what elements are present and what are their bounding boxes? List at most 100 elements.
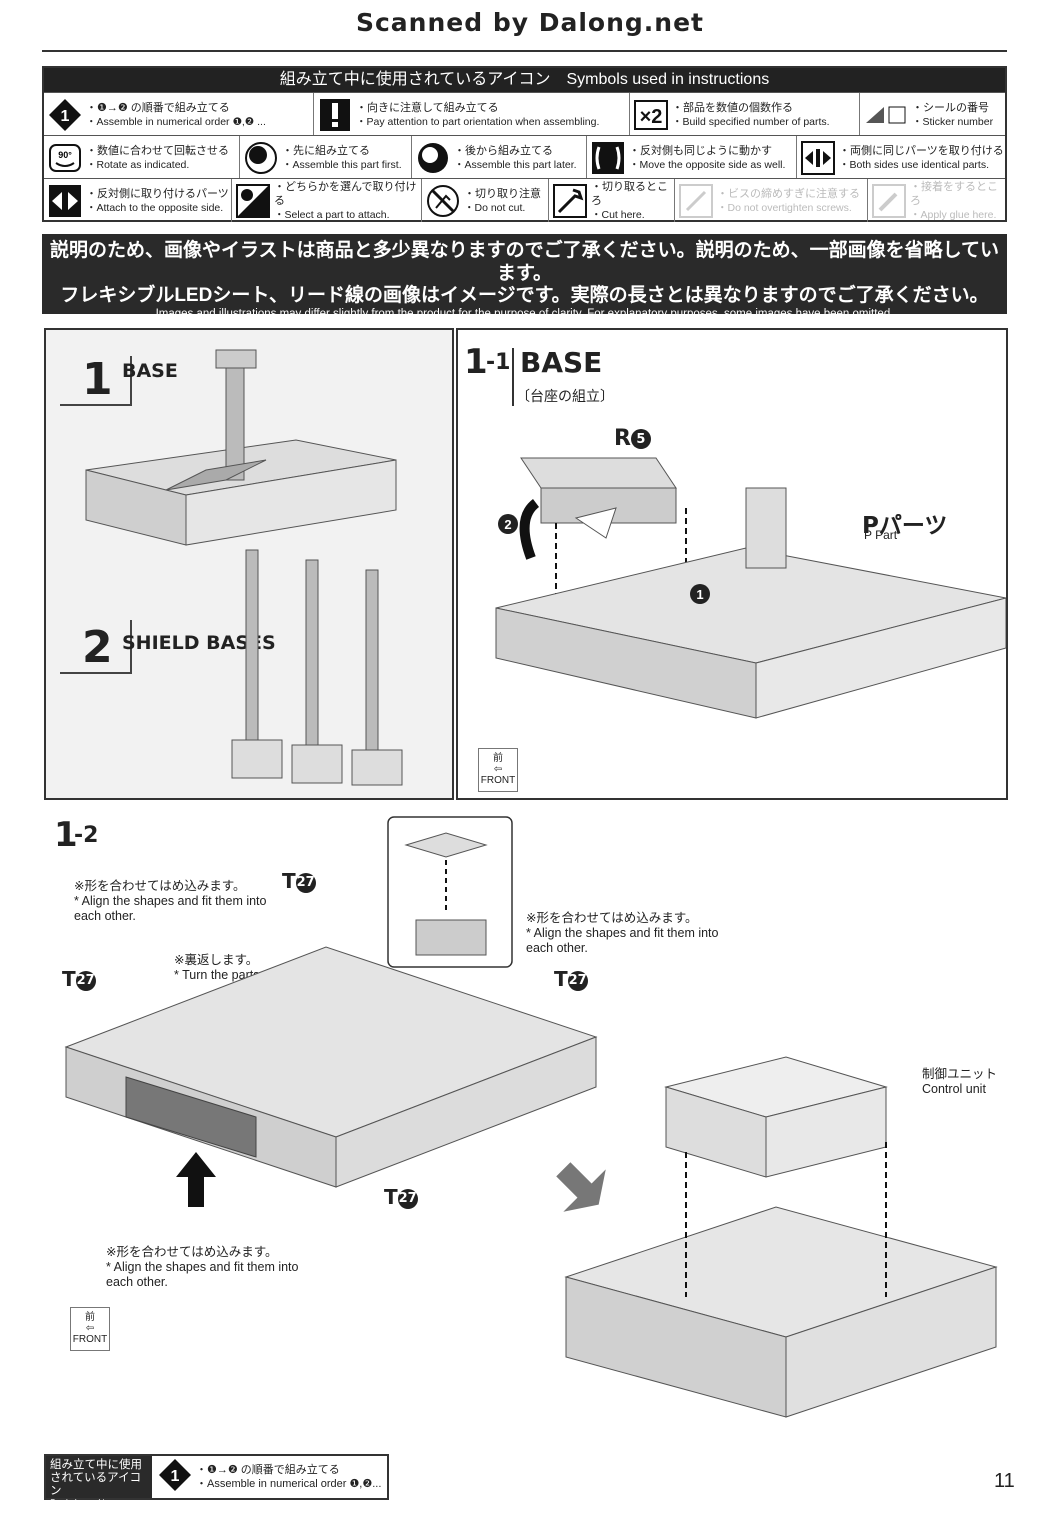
step-title: BASE bbox=[520, 346, 603, 379]
part-r-number: 5 bbox=[630, 429, 651, 449]
symbol-cell: ・先に組み立てる・Assemble this part first. bbox=[240, 136, 412, 179]
note-ja: ※形を合わせてはめ込みます。 bbox=[74, 879, 246, 893]
symbol-en: ・Both sides use identical parts. bbox=[839, 158, 989, 171]
p-part-en: P Part bbox=[864, 528, 898, 542]
divider bbox=[512, 348, 514, 406]
symbol-ja: ・どちらかを選んで取り付ける bbox=[274, 180, 417, 207]
page-number: 11 bbox=[994, 1470, 1015, 1492]
symbol-cell: ・向きに注意して組み立てる・Pay attention to part orie… bbox=[314, 93, 630, 136]
symbol-cell: ×2 ・部品を数値の個数作る・Build specified number of… bbox=[630, 93, 860, 136]
symbol-en: ・Move the opposite side as well. bbox=[629, 158, 786, 171]
symbols-header: 組み立て中に使用されているアイコン Symbols used in instru… bbox=[44, 68, 1005, 92]
both-sides-icon bbox=[801, 140, 835, 175]
symbol-ja: ・接着をするところ bbox=[910, 180, 998, 207]
symbol-cell: 90° ・数値に合わせて回転させる・Rotate as indicated. bbox=[44, 136, 240, 179]
symbol-cell: ・シールの番号・Sticker number bbox=[860, 93, 1005, 136]
step-number: 1 bbox=[54, 815, 78, 855]
item1-label: BASE bbox=[122, 360, 178, 382]
symbol-ja: ・シールの番号 bbox=[912, 101, 989, 114]
symbol-cell: ・接着をするところ・Apply glue here. bbox=[868, 179, 1005, 222]
assemble-first-icon bbox=[244, 141, 278, 175]
symbol-ja: ・ビスの締めすぎに注意する bbox=[717, 187, 860, 200]
symbol-en: ・Assemble this part later. bbox=[454, 158, 577, 171]
symbol-en: ・Do not overtighten screws. bbox=[717, 201, 852, 214]
front-en: FRONT bbox=[480, 775, 516, 786]
symbols-row-1: 1 ・❶→❷ の順番で組み立てる・Assemble in numerical o… bbox=[44, 92, 1005, 136]
symbol-en: ・Apply glue here. bbox=[910, 208, 997, 221]
symbol-cell: ・どちらかを選んで取り付ける・Select a part to attach. bbox=[232, 179, 422, 222]
symbol-cell: ・後から組み立てる・Assemble this part later. bbox=[412, 136, 587, 179]
symbols-table: 組み立て中に使用されているアイコン Symbols used in instru… bbox=[42, 66, 1007, 222]
symbol-en: ・Cut here. bbox=[591, 208, 645, 221]
p-part-ja: Pパーツ bbox=[862, 513, 948, 539]
control-unit-assembly-illustration bbox=[556, 1056, 998, 1418]
note-ja: ※形を合わせてはめ込みます。 bbox=[106, 1245, 278, 1259]
step-sub-number: -1 bbox=[486, 350, 511, 375]
symbol-cell: 1 ・❶→❷ の順番で組み立てる・Assemble in numerical o… bbox=[44, 93, 314, 136]
note-1: ※形を合わせてはめ込みます。 * Align the shapes and fi… bbox=[74, 879, 274, 924]
order-2-badge: 2 bbox=[498, 514, 518, 534]
control-en: Control unit bbox=[922, 1082, 986, 1096]
arrow-icon: ⇦ bbox=[493, 764, 503, 775]
symbol-cell: ・切り取るところ・Cut here. bbox=[549, 179, 675, 222]
note-ja: ※形を合わせてはめ込みます。 bbox=[526, 911, 698, 925]
symbols-row-3: ・反対側に取り付けるパーツ・Attach to the opposite sid… bbox=[44, 178, 1005, 222]
symbol-cell: ・ビスの締めすぎに注意する・Do not overtighten screws. bbox=[675, 179, 868, 222]
item-number-box: 2 bbox=[60, 620, 132, 674]
opposite-side-icon bbox=[591, 141, 625, 175]
part-t-label: T27 bbox=[62, 967, 96, 991]
front-ja: 前 bbox=[85, 1312, 95, 1323]
notice-ja-1: 説明のため、画像やイラストは商品と多少異なりますのでご了承ください。説明のため、… bbox=[49, 240, 1000, 284]
symbol-en: ・Assemble in numerical order ❶,❷ ... bbox=[86, 115, 266, 128]
order-1-number: 1 bbox=[690, 584, 710, 604]
step-1-2-panel: 1 -2 ※形を合わせてはめ込みます。 * Align the shapes a… bbox=[44, 805, 1008, 1442]
order-2-number: 2 bbox=[498, 514, 518, 534]
symbol-cell: ・反対側に取り付けるパーツ・Attach to the opposite sid… bbox=[44, 179, 232, 222]
shield-bases-illustration bbox=[231, 549, 403, 786]
part-t-label: T27 bbox=[554, 967, 588, 991]
symbol-en: ・Pay attention to part orientation when … bbox=[356, 115, 600, 128]
base-assembly-illustration bbox=[495, 457, 1006, 719]
sticker-number-icon bbox=[864, 98, 908, 132]
svg-text:1: 1 bbox=[171, 1468, 180, 1485]
step-number: 1 bbox=[464, 342, 488, 382]
detail-callout bbox=[387, 816, 513, 968]
front-indicator: 前 ⇦ FRONT bbox=[70, 1307, 110, 1351]
control-ja: 制御ユニット bbox=[922, 1067, 998, 1081]
overview-panel: 1 BASE 2 SHIELD BASES bbox=[44, 328, 454, 800]
arrow-icon: ⇦ bbox=[85, 1323, 95, 1334]
footer-label-en: Symbols used in instructions bbox=[50, 1498, 109, 1517]
numbered-order-icon: 1 bbox=[158, 1458, 192, 1497]
scan-title: Scanned by Dalong.net bbox=[355, 8, 704, 37]
notice-en-1: Images and illustrations may differ slig… bbox=[155, 308, 894, 320]
symbol-ja: ・切り取り注意 bbox=[464, 187, 541, 200]
front-indicator: 前 ⇦ FRONT bbox=[478, 748, 518, 792]
svg-text:90°: 90° bbox=[58, 150, 72, 160]
note-3: ※形を合わせてはめ込みます。 * Align the shapes and fi… bbox=[526, 911, 726, 956]
front-en: FRONT bbox=[72, 1334, 108, 1345]
note-en: * Align the shapes and fit them into eac… bbox=[74, 894, 267, 923]
note-2: ※裏返します。 * Turn the parts. bbox=[174, 953, 294, 983]
symbol-en: ・Assemble this part first. bbox=[282, 158, 402, 171]
footer-symbol-box: 組み立て中に使用されているアイコン Symbols used in instru… bbox=[44, 1454, 389, 1517]
svg-text:×2: ×2 bbox=[640, 106, 663, 128]
control-unit-label: 制御ユニット Control unit bbox=[922, 1067, 997, 1097]
item-number-box: 1 bbox=[60, 354, 132, 406]
cut-here-icon bbox=[553, 183, 587, 218]
note-en: * Align the shapes and fit them into eac… bbox=[106, 1260, 299, 1289]
order-1-badge: 1 bbox=[690, 584, 710, 604]
item1-number: 1 bbox=[82, 354, 113, 405]
symbol-en: ・Rotate as indicated. bbox=[86, 158, 190, 171]
symbol-ja: ・後から組み立てる bbox=[454, 144, 553, 157]
screw-caution-icon bbox=[679, 183, 713, 218]
part-t-label: T27 bbox=[282, 869, 316, 893]
times-two-icon: ×2 bbox=[634, 98, 668, 132]
footer-symbols-label: 組み立て中に使用されているアイコン Symbols used in instru… bbox=[46, 1456, 152, 1517]
numbered-order-icon: 1 bbox=[48, 98, 82, 132]
symbol-en: ・Attach to the opposite side. bbox=[86, 201, 224, 214]
footer-en: ・Assemble in numerical order ❶,❷... bbox=[196, 1478, 382, 1490]
symbol-en: ・Do not cut. bbox=[464, 201, 526, 214]
symbol-en: ・Build specified number of parts. bbox=[672, 115, 830, 128]
note-en: * Align the shapes and fit them into eac… bbox=[526, 926, 719, 955]
symbol-ja: ・反対側に取り付けるパーツ bbox=[86, 187, 229, 200]
